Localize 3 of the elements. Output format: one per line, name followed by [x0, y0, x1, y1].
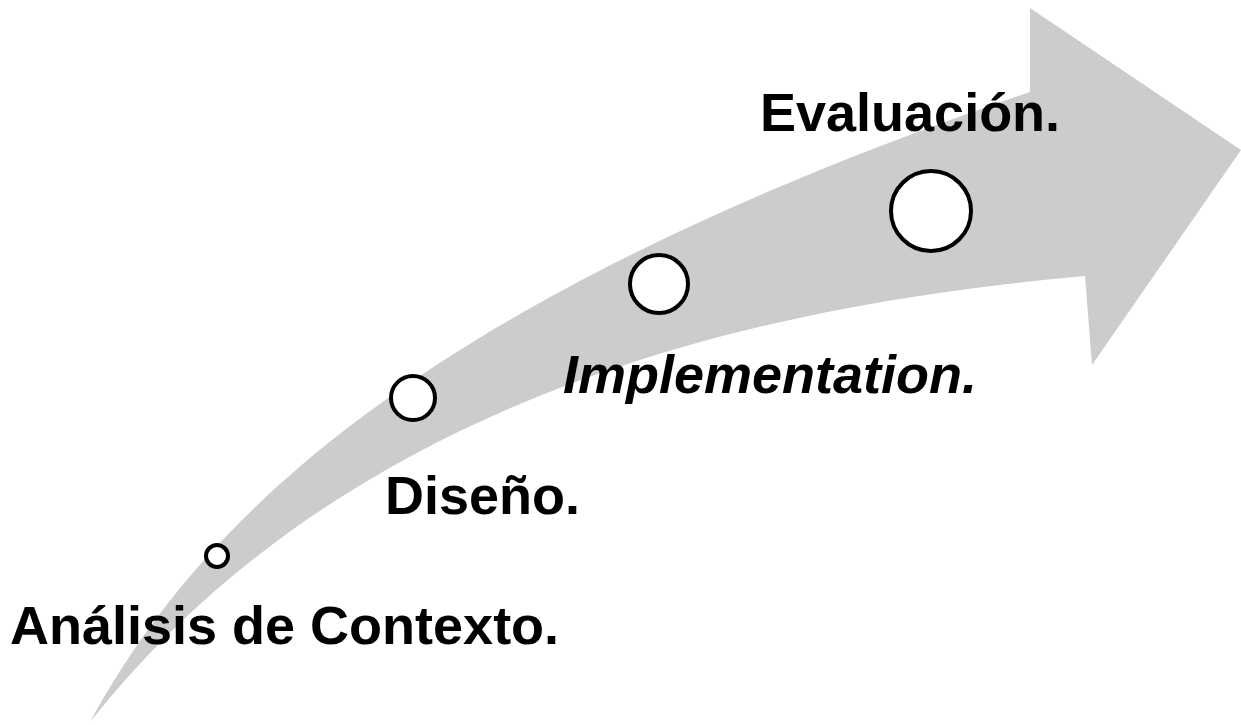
- stage-label: Evaluación.: [760, 85, 1061, 139]
- stage-label: Diseño.: [385, 468, 581, 522]
- stage-label: Análisis de Contexto.: [10, 598, 560, 652]
